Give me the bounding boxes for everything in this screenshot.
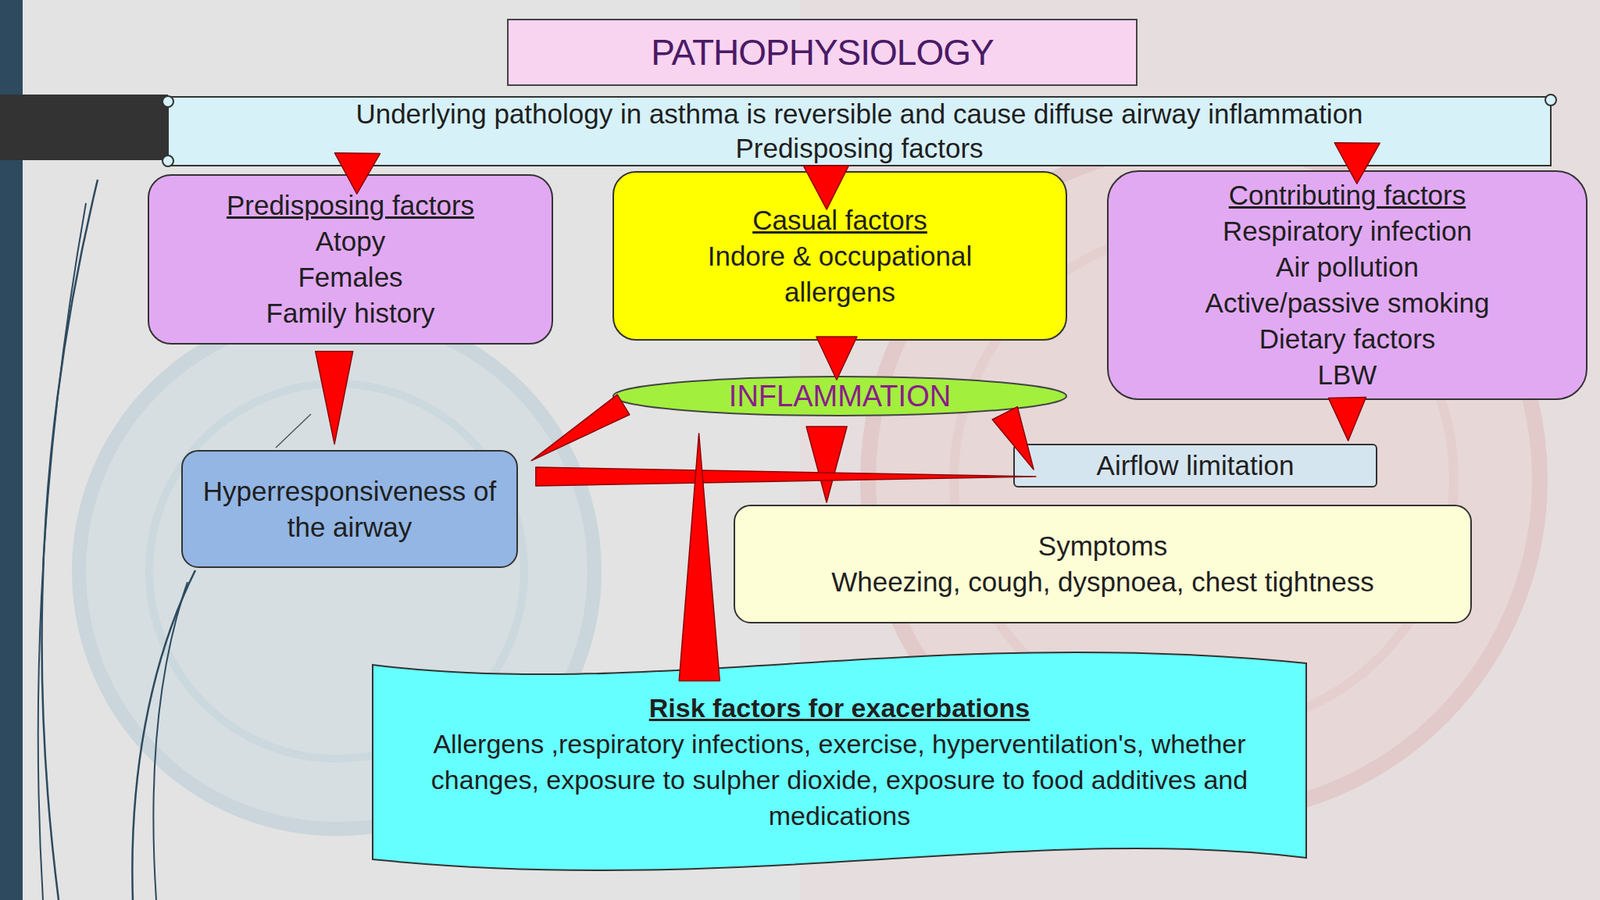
box-text: LBW — [1317, 357, 1378, 393]
scroll-shape — [167, 96, 1551, 166]
decor-curve — [153, 582, 188, 900]
box-text: Indore & occupational allergens — [667, 238, 1012, 311]
box-text: Allergens ,respiratory infections, exerc… — [386, 725, 1293, 834]
box-heading: Risk factors for exacerbations — [649, 689, 1031, 726]
box-text: Active/passive smoking — [1205, 285, 1490, 322]
box-text: Underlying pathology in asthma is revers… — [355, 96, 1363, 132]
diagram-title: PATHOPHYSIOLOGY — [650, 31, 993, 74]
decor-line — [275, 414, 311, 448]
decor-curve — [38, 203, 86, 900]
node-content: Predisposing factorsAtopyFemalesFamily h… — [149, 175, 552, 343]
box-text: Wheezing, cough, dyspnoea, chest tightne… — [831, 564, 1375, 600]
wedge-arrow — [334, 153, 380, 194]
box-text: Dietary factors — [1259, 321, 1436, 358]
node-content: INFLAMMATION — [612, 375, 1068, 417]
box-text: INFLAMMATION — [728, 378, 951, 415]
decor-curve — [42, 179, 98, 900]
factor-box: Predisposing factorsAtopyFemalesFamily h… — [147, 174, 554, 345]
wedge-arrow — [1328, 397, 1367, 442]
decor-curve — [132, 570, 196, 900]
box-heading: Contributing factors — [1228, 177, 1466, 214]
box-text: Hyperresponsiveness of the airway — [193, 473, 507, 546]
box-text: Family history — [266, 295, 436, 332]
node-content: Airflow limitation — [1014, 445, 1376, 486]
box-text: Predisposing factors — [735, 131, 983, 166]
node-content: Casual factorsIndore & occupational alle… — [614, 172, 1066, 340]
wedge-arrow — [315, 351, 354, 445]
title-box: PATHOPHYSIOLOGY — [507, 18, 1138, 86]
wedge-arrow — [803, 165, 850, 210]
process-box: Hyperresponsiveness of the airway — [181, 450, 518, 568]
wedge-arrow — [535, 467, 1036, 486]
wedge-arrow — [1334, 142, 1380, 184]
box-text: Air pollution — [1275, 249, 1419, 286]
scroll-curl — [1545, 94, 1557, 106]
title-bar-accent — [0, 94, 168, 161]
box-text: Atopy — [315, 223, 386, 260]
box-text: Symptoms — [1038, 528, 1168, 565]
scroll-banner: Underlying pathology in asthma is revers… — [167, 96, 1551, 166]
symptom-box: SymptomsWheezing, cough, dyspnoea, chest… — [733, 504, 1472, 624]
ellipse-shape — [613, 376, 1067, 416]
wedge-arrow — [806, 426, 847, 503]
wave-shape — [372, 652, 1307, 871]
node-content: Risk factors for exacerbationsAllergens … — [372, 642, 1307, 880]
node-content: SymptomsWheezing, cough, dyspnoea, chest… — [735, 506, 1471, 622]
node-content: Underlying pathology in asthma is revers… — [167, 96, 1551, 166]
wave-outline — [372, 642, 1307, 880]
inflammation-ellipse: INFLAMMATION — [612, 375, 1068, 417]
node-content: Hyperresponsiveness of the airway — [182, 451, 517, 567]
wedge-arrow — [816, 336, 858, 380]
scroll-curl — [162, 155, 174, 167]
factor-box: Contributing factorsRespiratory infectio… — [1107, 170, 1588, 400]
wedge-arrow — [531, 394, 630, 461]
box-text: Airflow limitation — [1096, 447, 1295, 484]
scroll-curl — [162, 96, 174, 108]
box-text: Females — [297, 259, 403, 296]
box-heading: Casual factors — [752, 202, 928, 239]
wedge-arrow — [678, 433, 720, 682]
factor-box: Casual factorsIndore & occupational alle… — [612, 171, 1068, 341]
box-text: Respiratory infection — [1222, 213, 1472, 250]
node-content: Contributing factorsRespiratory infectio… — [1108, 171, 1586, 399]
wave-banner: Risk factors for exacerbationsAllergens … — [372, 642, 1307, 880]
box-heading: Predisposing factors — [226, 187, 475, 224]
wedge-arrow — [992, 407, 1034, 470]
process-box: Airflow limitation — [1013, 443, 1378, 488]
